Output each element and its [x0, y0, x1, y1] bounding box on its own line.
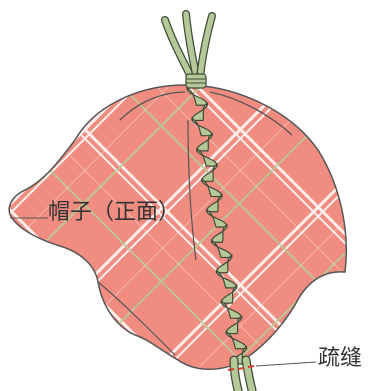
hat-front-label: 帽子（正面） — [48, 202, 180, 224]
hat-body — [9, 85, 346, 369]
seam-label: 疏缝 — [318, 348, 362, 370]
seam-label-leader — [256, 362, 316, 366]
